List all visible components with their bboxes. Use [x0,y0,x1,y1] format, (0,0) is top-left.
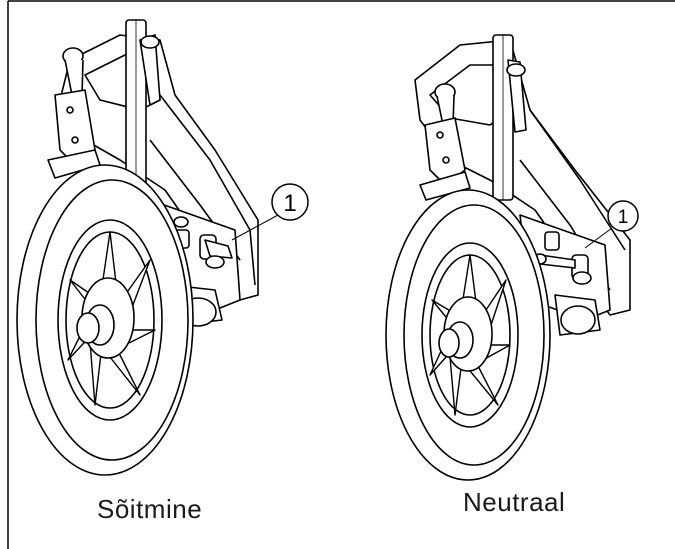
right-handle [507,59,527,133]
left-lever [204,239,233,259]
right-callout [584,200,639,249]
right-callout-number: 1 [618,207,629,228]
right-wheel-assembly [385,34,631,481]
caption-driving: Sõitmine [97,494,203,524]
right-pedal [419,171,471,201]
left-callout [231,183,309,241]
left-callout-number: 1 [283,190,296,217]
caption-neutral: Neutraal [463,487,566,517]
left-wheel-assembly [16,19,259,476]
